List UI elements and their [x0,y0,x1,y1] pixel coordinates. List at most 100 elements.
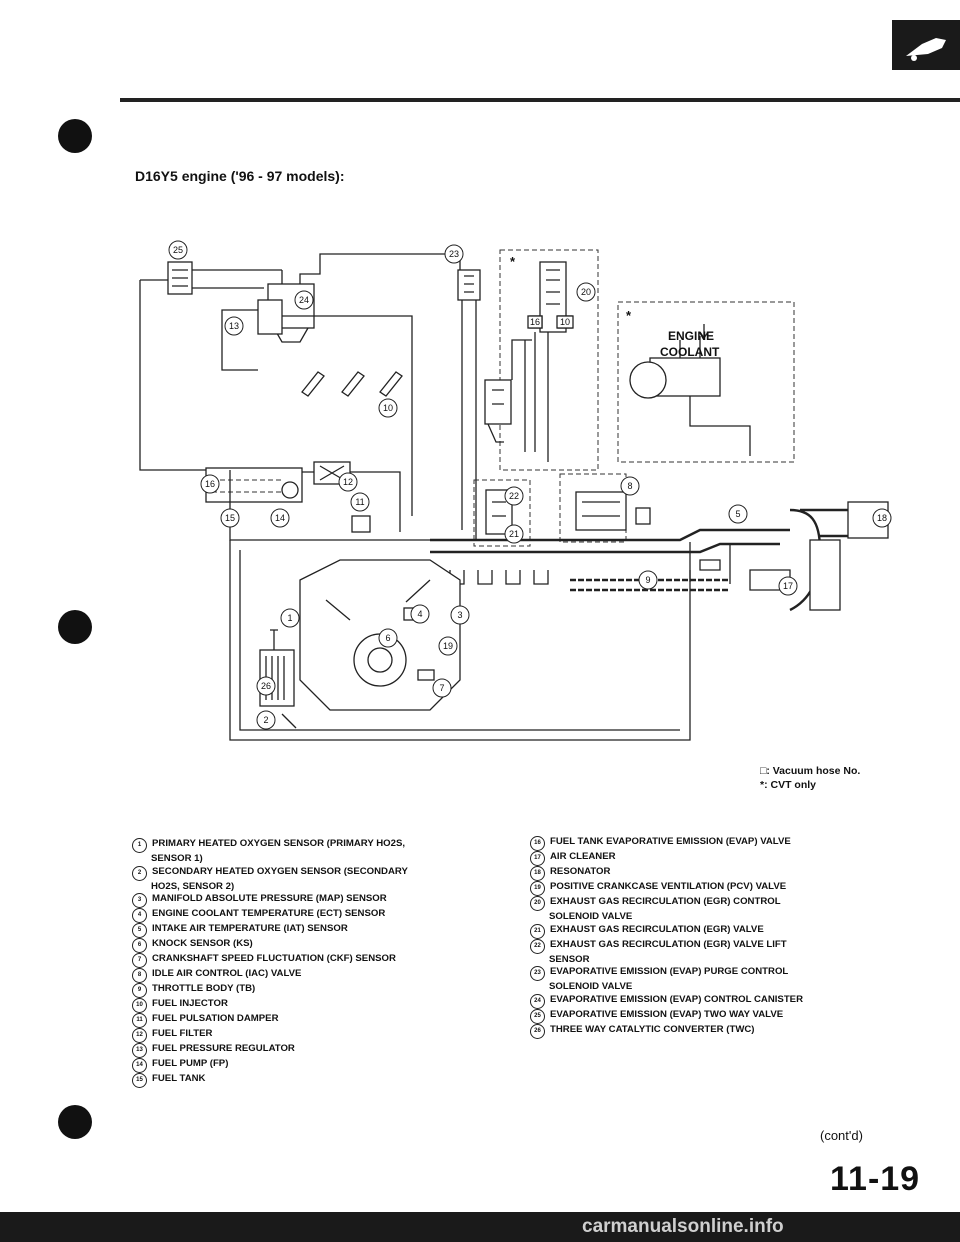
callout-number: 13 [229,321,239,331]
legend-text: SENSOR [549,953,590,965]
legend-item: 8 IDLE AIR CONTROL (IAC) VALVE [132,968,408,984]
fuel-injectors [301,371,403,397]
callout-15: 15 [220,508,240,528]
callout-25: 25 [168,240,188,260]
callout-5: 5 [728,504,748,524]
callout-number: 15 [225,513,235,523]
legend-text: POSITIVE CRANKCASE VENTILATION (PCV) VAL… [550,881,787,892]
cvt-only-box [499,249,599,471]
evap-purge-control-solenoid [457,269,481,301]
legend-number: 9 [132,983,147,999]
legend-number: 8 [132,968,147,984]
legend-text: MANIFOLD ABSOLUTE PRESSURE (MAP) SENSOR [152,893,387,905]
legend-number: 19 [530,881,545,896]
callout-number: 19 [443,641,453,651]
callout-number: 2 [263,715,268,725]
legend-text: EXHAUST GAS RECIRCULATION (EGR) VALVE LI… [550,938,787,950]
legend-number: 18 [530,866,545,881]
callout-number: 6 [385,633,390,643]
legend-item: 15 FUEL TANK [132,1073,408,1089]
callout-number: 16 [205,479,215,489]
callout-22: 22 [504,486,524,506]
idle-air-control-valve [575,491,627,531]
legend-text: FUEL INJECTOR [152,998,228,1010]
legend-number: 21 [530,923,545,939]
callout-number: 22 [509,491,519,501]
fuel-pressure-regulator [257,299,283,335]
callout-number: 17 [783,581,793,591]
section-tab-marker [892,20,960,70]
callout-number: 8 [627,481,632,491]
legend-item: SENSOR [530,954,803,967]
cvt-star: * [510,254,516,269]
callout-number: 14 [275,513,285,523]
callout-number: 25 [173,245,183,255]
callout-18: 18 [872,508,892,528]
binder-hole [58,119,92,153]
legend-number: 6 [132,938,147,954]
callout-number: 10 [383,403,393,413]
legend-text: FUEL TANK EVAPORATIVE EMISSION (EVAP) VA… [550,836,791,847]
callout-number: 11 [355,497,364,507]
callout-23: 23 [444,244,464,264]
cvt-only-note: *: CVT only [760,779,817,791]
legend-text: HO2S, SENSOR 2) [151,880,235,892]
legend-item: 16 FUEL TANK EVAPORATIVE EMISSION (EVAP) … [530,836,803,851]
callout-24: 24 [294,290,314,310]
legend-item: 14 FUEL PUMP (FP) [132,1058,408,1074]
callout-number: 23 [449,249,459,259]
page-heading: D16Y5 engine ('96 - 97 models): [135,168,345,184]
legend-number: 13 [132,1043,147,1059]
callout-2: 2 [256,710,276,730]
legend-item: 19 POSITIVE CRANKCASE VENTILATION (PCV) V… [530,881,803,896]
legend-number: 16 [530,836,545,851]
legend-text: EVAPORATIVE EMISSION (EVAP) CONTROL CANI… [550,993,804,1005]
legend-number: 15 [132,1073,147,1089]
binder-hole [58,1105,92,1139]
callout-number: 5 [735,509,740,519]
legend-number: 14 [132,1058,147,1074]
callout-number: 9 [645,575,650,585]
callout-10: 10 [378,398,398,418]
callout-number: 1 [287,613,292,623]
hose-number: 10 [560,317,570,327]
callout-number: 20 [581,287,591,297]
legend-number: 11 [132,1013,147,1029]
callout-1: 1 [280,608,300,628]
engine-coolant-box [617,301,795,463]
callout-12: 12 [338,472,358,492]
legend-text: SECONDARY HEATED OXYGEN SENSOR (SECONDAR… [152,865,408,877]
engine-coolant-label: ENGINE [668,329,714,343]
legend-text: AIR CLEANER [550,851,616,862]
fuel-pulsation-damper [351,515,371,533]
legend-text: FUEL PRESSURE REGULATOR [152,1043,295,1055]
legend-text: IDLE AIR CONTROL (IAC) VALVE [152,968,302,980]
legend-text: FUEL FILTER [152,1028,213,1040]
legend-text: EXHAUST GAS RECIRCULATION (EGR) CONTROL [550,896,781,907]
legend-text: RESONATOR [550,866,611,877]
callout-6: 6 [378,628,398,648]
legend-number: 17 [530,851,545,866]
legend-text: FUEL TANK [152,1073,206,1085]
legend-text: FUEL PUMP (FP) [152,1058,229,1070]
cvt-star: * [626,308,632,323]
legend-text: SOLENOID VALVE [549,981,633,993]
header-rule [120,98,960,102]
callout-7: 7 [432,678,452,698]
callout-19: 19 [438,636,458,656]
callout-8: 8 [620,476,640,496]
legend-item: 17 AIR CLEANER [530,851,803,866]
legend-text: KNOCK SENSOR (KS) [152,938,253,950]
legend-text: INTAKE AIR TEMPERATURE (IAT) SENSOR [152,923,348,935]
